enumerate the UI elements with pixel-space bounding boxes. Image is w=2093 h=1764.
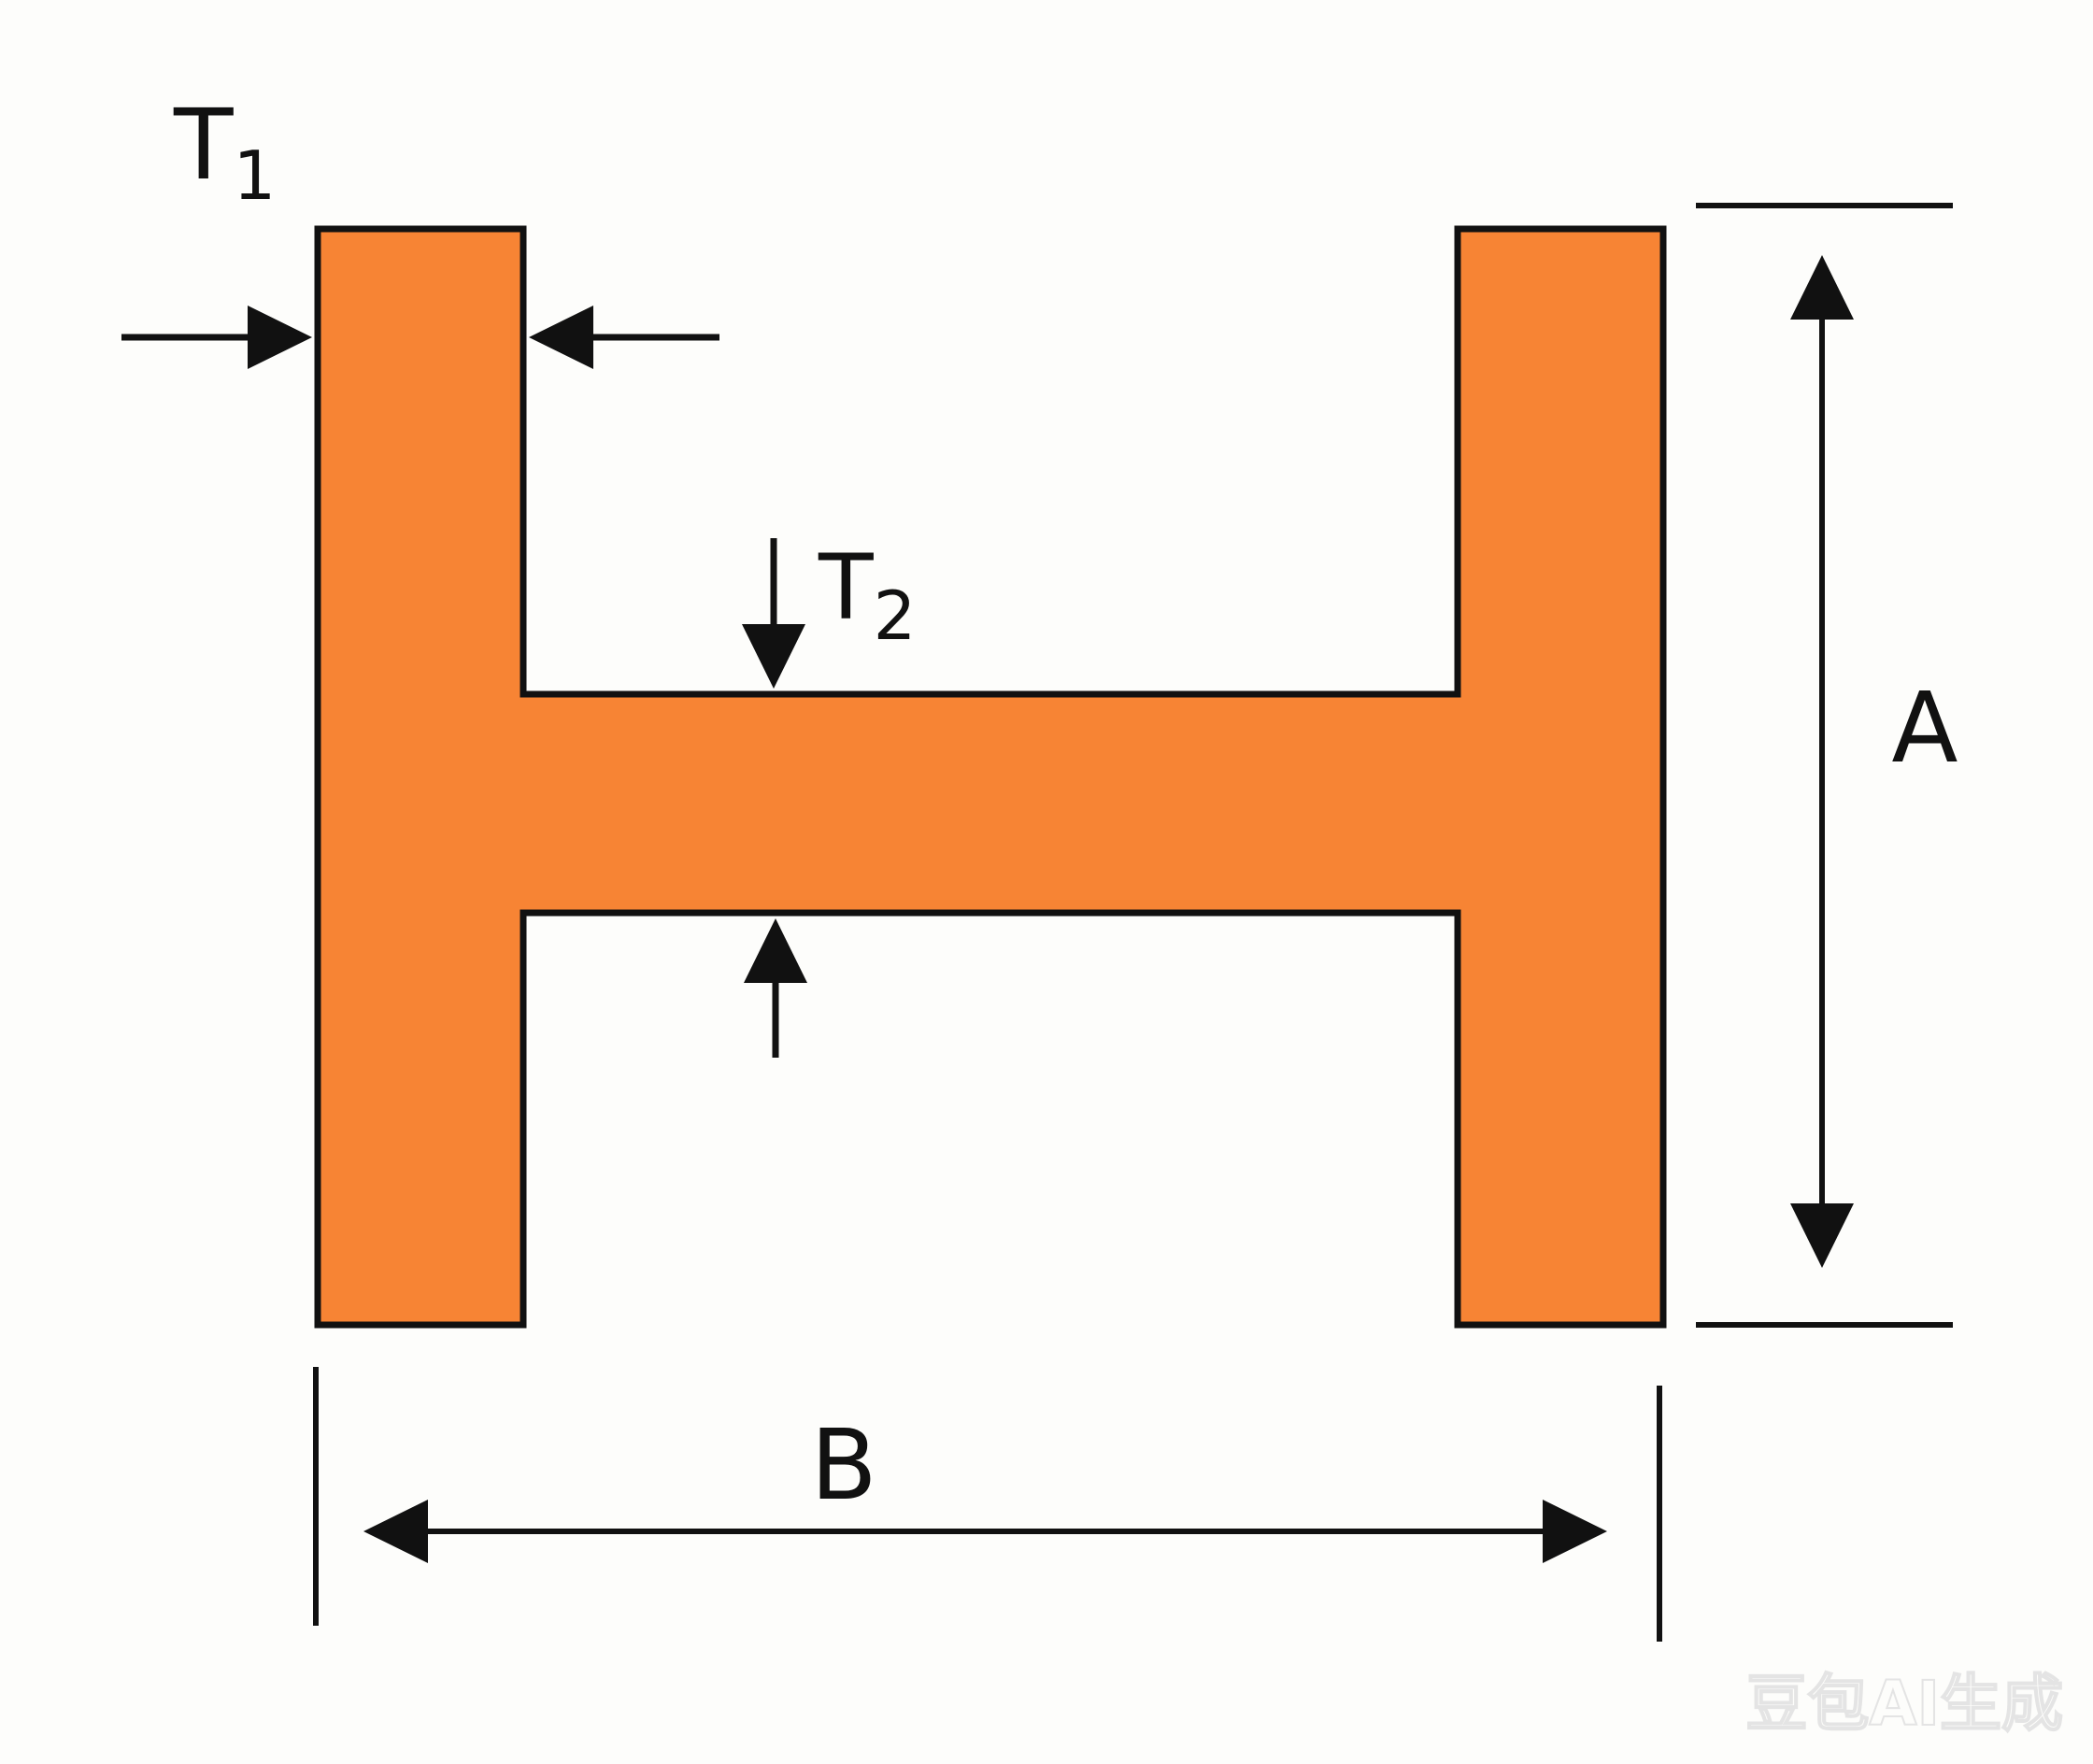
- t1-label: T1: [173, 88, 276, 215]
- t1-left-arrowhead: [248, 306, 312, 369]
- a-label: A: [1891, 671, 1958, 785]
- watermark-text: 豆包AI生成: [1745, 1668, 2063, 1740]
- h-beam-section: [314, 225, 1667, 1329]
- t2-label-subscript: 2: [874, 576, 917, 655]
- t1-label-main: T: [173, 88, 234, 202]
- b-dimension: B: [313, 1367, 1662, 1642]
- t1-right-arrowhead: [529, 306, 593, 369]
- t2-dimension: T2: [742, 535, 916, 1058]
- h-beam-shape: [314, 225, 1667, 1329]
- a-dimension: A: [1696, 203, 1958, 1328]
- t1-dimension: T1: [121, 88, 719, 369]
- t2-label-main: T: [818, 535, 874, 640]
- t2-top-arrowhead: [742, 624, 805, 689]
- a-bottom-arrowhead: [1790, 1203, 1854, 1268]
- t2-label: T2: [818, 535, 916, 655]
- b-label: B: [810, 1408, 876, 1522]
- t2-bottom-arrowhead: [744, 918, 807, 983]
- b-left-arrowhead: [363, 1500, 428, 1563]
- b-right-arrowhead: [1543, 1500, 1607, 1563]
- a-top-arrowhead: [1790, 255, 1854, 320]
- t1-label-subscript: 1: [234, 136, 277, 215]
